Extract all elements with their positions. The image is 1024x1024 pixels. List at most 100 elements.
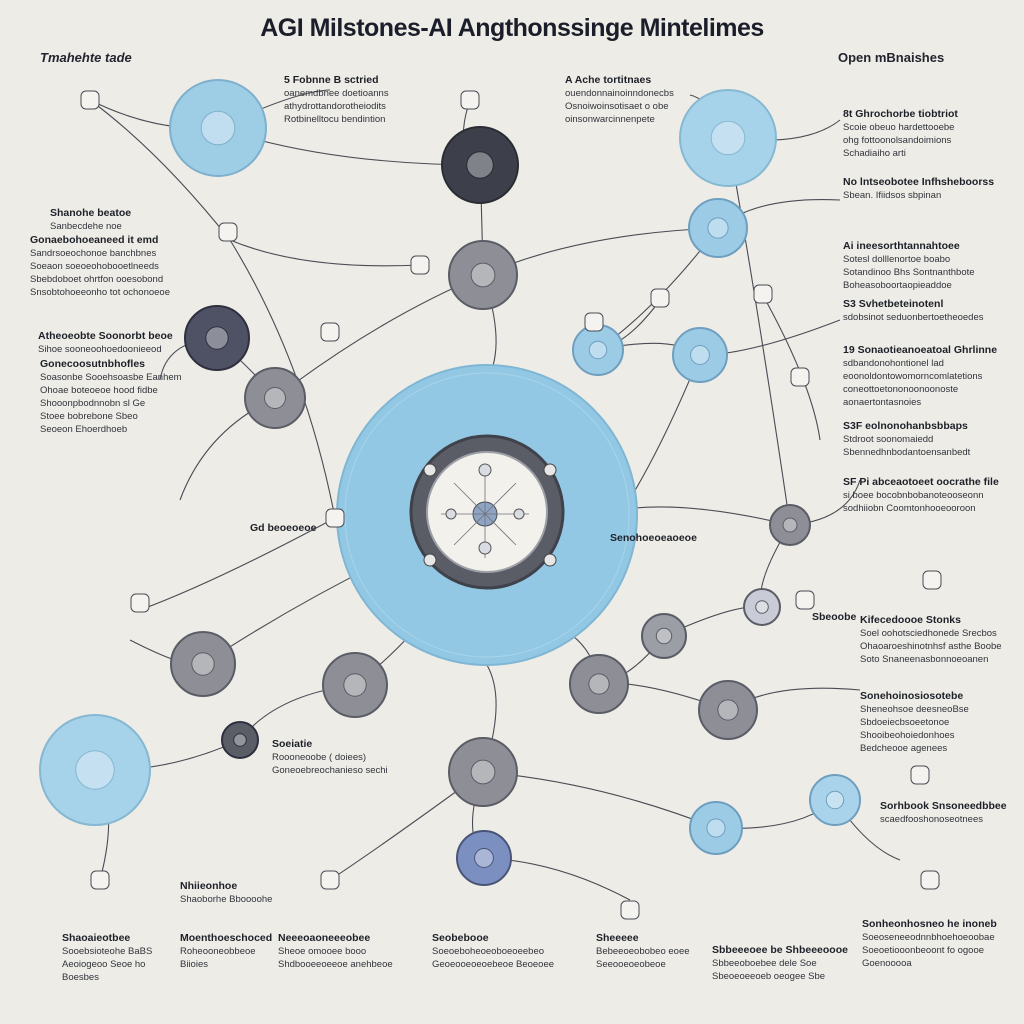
- node-glyph-icon: [690, 345, 710, 365]
- connector-node-icon[interactable]: [410, 255, 430, 275]
- node-glyph-icon: [755, 600, 769, 614]
- milestone-label-heading: Sheeeee: [596, 932, 639, 944]
- connector-node-icon[interactable]: [620, 900, 640, 920]
- node-left-dark-portrait[interactable]: [184, 305, 250, 371]
- node-right-blue-1[interactable]: [688, 198, 748, 258]
- milestone-label-mid-small-1: Sbeoobe: [812, 611, 856, 624]
- milestone-label-heading: Sorhbook Snsoneedbbee: [880, 800, 1007, 812]
- milestone-label-heading: Gd beoeoeoe: [250, 522, 317, 534]
- node-center-lower-gray[interactable]: [448, 737, 518, 807]
- milestone-label-heading: Shanohe beatoe: [50, 207, 132, 219]
- milestone-label-line: Boesbes: [62, 972, 99, 983]
- node-glyph-icon: [588, 340, 608, 360]
- node-bottom-right-blue[interactable]: [689, 801, 743, 855]
- connector-node-icon[interactable]: [320, 870, 340, 890]
- connector-node-icon[interactable]: [920, 870, 940, 890]
- node-top-left-large[interactable]: [169, 79, 267, 177]
- connector-node-icon[interactable]: [130, 593, 150, 613]
- connector-node-icon[interactable]: [584, 312, 604, 332]
- milestone-label-heading: Sonheonhosneo he inoneb: [862, 918, 997, 930]
- milestone-label-heading: Kifecedoooe Stonks: [860, 614, 961, 626]
- connector-node-icon[interactable]: [922, 570, 942, 590]
- milestone-label-line: Sotandinoo Bhs Sontnanthbote: [843, 267, 975, 278]
- connector-node-icon[interactable]: [90, 870, 110, 890]
- connection-line: [482, 771, 717, 829]
- node-right-blue-7[interactable]: [809, 774, 861, 826]
- node-lower-left-gray[interactable]: [322, 652, 388, 718]
- milestone-label-line: sodhiiobn Coomtonhooeooroon: [843, 503, 976, 514]
- node-left-gray-3[interactable]: [170, 631, 236, 697]
- node-glyph-icon: [233, 733, 247, 747]
- node-right-gray-4[interactable]: [569, 654, 629, 714]
- milestone-label-line: Soto Snaneenasbonnoeoanen: [860, 654, 989, 665]
- milestone-label-heading: Nhiieonhoe: [180, 880, 238, 892]
- milestone-label-line: Soeoeboheoeoboeoeebeo: [432, 946, 545, 957]
- milestone-label-heading: Moenthoeschoced: [180, 932, 273, 944]
- connector-node-icon[interactable]: [650, 288, 670, 308]
- node-mid-gray-1[interactable]: [448, 240, 518, 310]
- node-right-gray-5[interactable]: [698, 680, 758, 740]
- node-right-small-2[interactable]: [672, 327, 728, 383]
- milestone-label-mid-small-2: Gd beoeoeoe: [250, 522, 317, 535]
- connector-node-icon[interactable]: [795, 590, 815, 610]
- milestone-label-line: Sandrsoeochonoe banchbnes: [30, 248, 157, 259]
- milestone-label-line: Rotbinelltocu bendintion: [284, 114, 386, 125]
- node-left-gray-2[interactable]: [244, 367, 306, 429]
- milestone-label-line: Shaoborhe Bboooohe: [180, 894, 273, 905]
- milestone-label-line: Goenooooa: [862, 958, 912, 969]
- node-glyph-icon: [264, 387, 286, 409]
- node-glyph-icon: [474, 848, 494, 868]
- central-hub[interactable]: [336, 364, 638, 666]
- milestone-label-heading: 5 Fobnne B sctried: [284, 74, 379, 86]
- node-right-small-8[interactable]: [743, 588, 781, 626]
- milestone-label-line: si boee bocobnbobanoteooseonn: [843, 490, 984, 501]
- node-top-right-large[interactable]: [679, 89, 777, 187]
- node-right-small-9[interactable]: [769, 504, 811, 546]
- milestone-label-line: Roheooneobbeoe: [180, 946, 256, 957]
- connector-node-icon[interactable]: [320, 322, 340, 342]
- node-glyph-icon: [470, 262, 496, 288]
- node-glyph-icon: [470, 759, 496, 785]
- milestone-label-line: Boheasoboortaopieaddoe: [843, 280, 952, 291]
- connector-node-icon[interactable]: [790, 367, 810, 387]
- milestone-label-line: sdbandonohontionel lad: [843, 358, 944, 369]
- milestone-label-line: Sooebsioteohe BaBS: [62, 946, 153, 957]
- connector-node-icon[interactable]: [325, 508, 345, 528]
- connector-node-icon[interactable]: [460, 90, 480, 110]
- node-lower-left-small[interactable]: [221, 721, 259, 759]
- milestone-label-line: aonaertontasnoies: [843, 397, 922, 408]
- milestone-label-line: scaedfooshonoseotnees: [880, 814, 983, 825]
- node-glyph-icon: [655, 627, 673, 645]
- connector-node-icon[interactable]: [218, 222, 238, 242]
- connection-line: [619, 506, 791, 526]
- node-glyph-icon: [466, 151, 494, 179]
- node-right-gray-6[interactable]: [641, 613, 687, 659]
- node-right-small-1[interactable]: [572, 324, 624, 376]
- connector-node-icon[interactable]: [910, 765, 930, 785]
- connector-node-icon[interactable]: [753, 284, 773, 304]
- node-bottom-left-large[interactable]: [39, 714, 151, 826]
- milestone-label-line: Soeoetiooonbeoont fo ogooe: [862, 945, 985, 956]
- node-glyph-icon: [205, 326, 229, 350]
- milestone-label-mid-small-3: Senohoeoeaoeoe: [610, 532, 697, 545]
- milestone-label-heading: Gonecoosutnbhofles: [40, 358, 145, 370]
- connection-line: [139, 517, 336, 611]
- milestone-label-line: Bebeeoeobobeo eoee: [596, 946, 690, 957]
- node-bottom-center-blue[interactable]: [456, 830, 512, 886]
- node-glyph-icon: [825, 790, 845, 810]
- connector-node-icon[interactable]: [80, 90, 100, 110]
- corner-label-left: Tmahehte tade: [40, 50, 132, 65]
- milestone-label-line: Sheoe omooee booo: [278, 946, 367, 957]
- milestone-label-line: Sanbecdehe noe: [50, 221, 122, 232]
- milestone-label-heading: Sbbeeeoee be Shbeeeoooe: [712, 944, 848, 956]
- milestone-label-line: Biioies: [180, 959, 208, 970]
- node-top-center-dark[interactable]: [441, 126, 519, 204]
